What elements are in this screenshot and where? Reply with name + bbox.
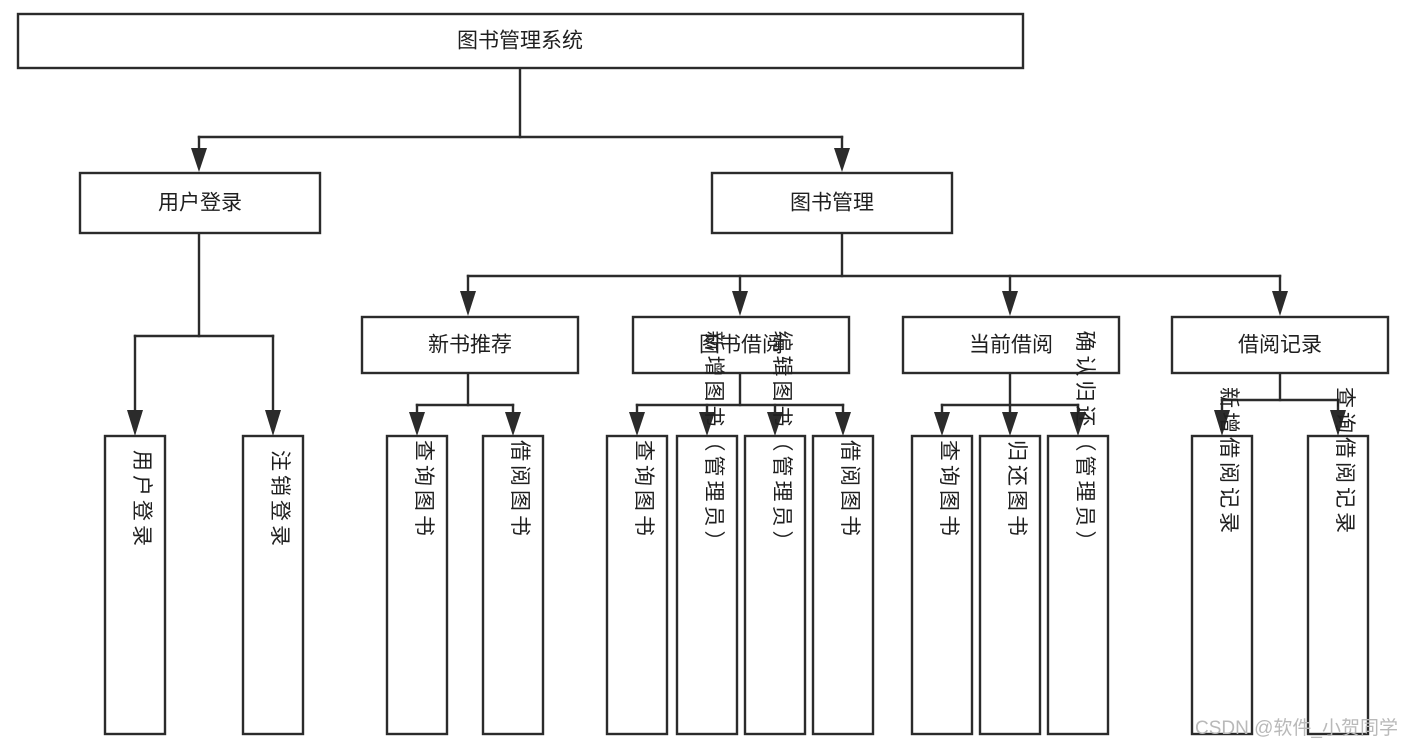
node-book-borrow-label: 图书借阅 — [699, 334, 783, 357]
leaf-user-login-login[interactable]: 用户登录 — [103, 434, 167, 736]
leaf-bookborrow-edit-book-box[interactable] — [743, 434, 807, 736]
arrow-head-leaf-logout — [265, 410, 281, 436]
leaf-user-login-logout-box[interactable] — [241, 434, 305, 736]
arrow-head-newbook-leaf-2 — [505, 412, 521, 436]
leaf-user-login-login-label: 用户登录 — [130, 450, 153, 550]
leaf-bookborrow-query-book-label: 查询图书 — [632, 440, 655, 540]
leaf-user-login-logout[interactable]: 注销登录 — [241, 434, 305, 736]
leaf-bookborrow-borrow-book-label: 借阅图书 — [838, 440, 861, 540]
arrow-head-currentborrow-leaf-2 — [1002, 412, 1018, 436]
leaf-newbook-borrow-book-box[interactable] — [481, 434, 545, 736]
node-borrow-record-label: 借阅记录 — [1238, 334, 1322, 357]
leaf-borrowrecord-add-record[interactable]: 新增借阅记录 — [1190, 387, 1254, 736]
leaf-currentborrow-return-book[interactable]: 归还图书 — [978, 434, 1042, 736]
arrow-head-currentborrow-leaf-3 — [1070, 412, 1086, 436]
node-current-borrow-label: 当前借阅 — [969, 334, 1053, 357]
leaf-borrowrecord-add-record-box[interactable] — [1190, 434, 1254, 736]
arrow-head-newbook-leaf-1 — [409, 412, 425, 436]
arrow-head-user-login — [191, 148, 207, 172]
node-borrow-record[interactable]: 借阅记录 — [1170, 315, 1390, 375]
node-book-manage-label: 图书管理 — [790, 192, 874, 215]
arrow-head-bookborrow-leaf-3 — [767, 412, 783, 436]
connector-layer — [127, 66, 1346, 436]
leaf-newbook-query-book[interactable]: 查询图书 — [385, 434, 449, 736]
node-new-book-recommend-label: 新书推荐 — [428, 334, 512, 357]
node-user-login[interactable]: 用户登录 — [78, 171, 322, 235]
node-root-label: 图书管理系统 — [457, 30, 583, 53]
node-new-book-recommend[interactable]: 新书推荐 — [360, 315, 580, 375]
node-current-borrow[interactable]: 当前借阅 — [901, 315, 1121, 375]
leaf-bookborrow-add-book[interactable]: 新增图书（管理员） — [675, 331, 739, 736]
arrow-head-borrow-record — [1272, 291, 1288, 316]
arrow-head-leaf-user-login — [127, 410, 143, 436]
leaf-borrowrecord-add-record-label: 新增借阅记录 — [1217, 387, 1240, 537]
leaf-bookborrow-query-book-box[interactable] — [605, 434, 669, 736]
leaf-borrowrecord-query-record-label: 查询借阅记录 — [1333, 387, 1356, 537]
arrow-head-bookborrow-leaf-4 — [835, 412, 851, 436]
node-book-manage[interactable]: 图书管理 — [710, 171, 954, 235]
leaf-newbook-borrow-book[interactable]: 借阅图书 — [481, 434, 545, 736]
node-user-login-box[interactable] — [78, 171, 322, 235]
node-book-borrow[interactable]: 图书借阅 — [631, 315, 851, 375]
leaf-bookborrow-borrow-book[interactable]: 借阅图书 — [811, 434, 875, 736]
node-root-system[interactable]: 图书管理系统 — [16, 12, 1025, 70]
leaf-newbook-query-book-box[interactable] — [385, 434, 449, 736]
leaf-bookborrow-query-book[interactable]: 查询图书 — [605, 434, 669, 736]
leaf-user-login-login-box[interactable] — [103, 434, 167, 736]
node-current-borrow-box[interactable] — [901, 315, 1121, 375]
node-root-box[interactable] — [16, 12, 1025, 70]
leaf-currentborrow-confirm-return[interactable]: 确认归还（管理员） — [1046, 331, 1110, 736]
leaf-bookborrow-add-book-box[interactable] — [675, 434, 739, 736]
arrow-head-bookborrow-leaf-1 — [629, 412, 645, 436]
leaf-borrowrecord-query-record[interactable]: 查询借阅记录 — [1306, 387, 1370, 736]
node-user-login-label: 用户登录 — [158, 192, 242, 215]
arrow-head-book-manage — [834, 148, 850, 172]
arrow-head-new-book — [460, 291, 476, 316]
node-book-manage-box[interactable] — [710, 171, 954, 235]
leaf-currentborrow-query-book[interactable]: 查询图书 — [910, 434, 974, 736]
node-book-borrow-box[interactable] — [631, 315, 851, 375]
leaf-currentborrow-return-book-label: 归还图书 — [1005, 440, 1028, 540]
leaf-bookborrow-borrow-book-box[interactable] — [811, 434, 875, 736]
arrow-head-currentborrow-leaf-1 — [934, 412, 950, 436]
node-new-book-recommend-box[interactable] — [360, 315, 580, 375]
arrow-head-current-borrow — [1002, 291, 1018, 316]
leaf-bookborrow-edit-book[interactable]: 编辑图书（管理员） — [743, 331, 807, 736]
leaf-bookborrow-edit-book-label: 编辑图书（管理员） — [770, 331, 793, 556]
leaf-currentborrow-query-book-box[interactable] — [910, 434, 974, 736]
arrow-head-borrowrecord-leaf-1 — [1214, 410, 1230, 436]
leaf-newbook-query-book-label: 查询图书 — [412, 440, 435, 540]
leaf-user-login-logout-label: 注销登录 — [268, 450, 291, 550]
leaf-currentborrow-confirm-return-box[interactable] — [1046, 434, 1110, 736]
leaf-bookborrow-add-book-label: 新增图书（管理员） — [702, 331, 725, 556]
leaf-currentborrow-query-book-label: 查询图书 — [937, 440, 960, 540]
watermark-label: CSDN @软件_小贺同学 — [1195, 717, 1398, 739]
arrow-head-borrowrecord-leaf-2 — [1330, 410, 1346, 436]
arrow-head-book-borrow — [732, 291, 748, 316]
leaf-borrowrecord-query-record-box[interactable] — [1306, 434, 1370, 736]
leaf-currentborrow-confirm-return-label: 确认归还（管理员） — [1073, 331, 1096, 556]
node-borrow-record-box[interactable] — [1170, 315, 1390, 375]
leaf-currentborrow-return-book-box[interactable] — [978, 434, 1042, 736]
leaf-newbook-borrow-book-label: 借阅图书 — [508, 440, 531, 540]
arrow-head-bookborrow-leaf-2 — [699, 412, 715, 436]
